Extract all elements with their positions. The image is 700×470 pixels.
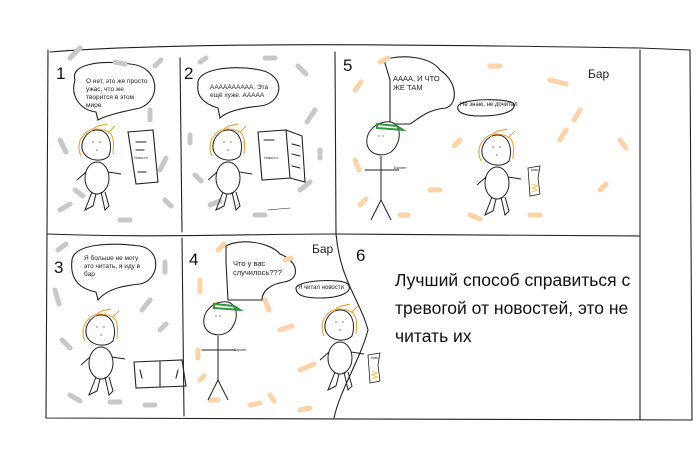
panel-number: 2	[184, 64, 194, 83]
background-dash	[597, 181, 609, 193]
newspaper-label: Новости	[264, 156, 278, 160]
background-dash	[277, 323, 295, 333]
speech-bubble-text: АААААААААА. Эта ещё хуже. ААААА	[210, 84, 269, 100]
speech-bubble-text: Я больше не могу это читать, я иду в бар	[84, 255, 141, 279]
bartender-label: Бармен	[234, 348, 247, 352]
panel-number: 6	[356, 246, 366, 265]
background-dash	[571, 107, 583, 123]
background-dash	[57, 137, 69, 155]
background-dash	[197, 55, 209, 65]
newspaper-label: Новости	[134, 156, 148, 160]
background-dash	[304, 107, 318, 125]
background-dash	[59, 337, 73, 351]
background-dash	[467, 212, 483, 222]
background-dash	[197, 373, 207, 383]
background-dash	[352, 79, 364, 93]
drink-label: пиво	[531, 168, 539, 172]
background-dash	[157, 155, 169, 173]
panel-number: 1	[56, 64, 66, 83]
background-dash	[247, 400, 263, 408]
girl-speech-text: Я читал новости	[298, 285, 344, 291]
panel-number: 4	[189, 250, 199, 269]
background-dash	[617, 137, 629, 151]
background-dash	[557, 127, 569, 143]
background-dash	[57, 201, 73, 213]
background-dash	[67, 45, 83, 61]
panel-number: 5	[343, 56, 353, 75]
background-dash	[152, 57, 164, 69]
background-dash	[192, 172, 204, 184]
background-dash	[297, 361, 317, 373]
drink-label: пиво	[371, 356, 379, 360]
background-dash	[282, 255, 294, 263]
background-dash	[297, 405, 313, 413]
background-dash	[72, 187, 86, 199]
bartender-speech-text: Что у вас случилось???	[233, 259, 282, 278]
background-dash	[377, 55, 391, 65]
panel-number: 3	[54, 258, 64, 277]
location-label: Бар	[588, 67, 610, 81]
background-dash	[162, 197, 174, 209]
background-dash	[547, 77, 569, 87]
location-label: Бар	[312, 242, 334, 256]
girl-speech-text: Не знаю, не дочитал	[460, 102, 518, 108]
background-dash	[139, 297, 153, 313]
speech-bubble-text: О нет, это же просто ужас, что же творит…	[86, 78, 148, 110]
background-dash	[357, 196, 369, 208]
background-dash	[295, 63, 309, 77]
bartender-label: Бармен	[394, 166, 407, 170]
background-dash	[267, 392, 277, 404]
background-dash	[207, 198, 223, 208]
background-dash	[297, 179, 313, 193]
background-dash	[352, 157, 362, 173]
background-dash	[262, 297, 272, 313]
bartender-speech-text: АААА, И ЧТО ЖЕ ТАМ	[393, 74, 440, 93]
background-dash	[55, 241, 69, 253]
background-dash	[157, 321, 169, 333]
background-dash	[215, 241, 227, 253]
background-dash	[451, 137, 463, 149]
background-dash	[112, 59, 128, 67]
caption-text: Лучший способ справиться с тревогой от н…	[395, 270, 631, 346]
background-dash	[67, 392, 83, 404]
background-dash	[52, 287, 62, 307]
